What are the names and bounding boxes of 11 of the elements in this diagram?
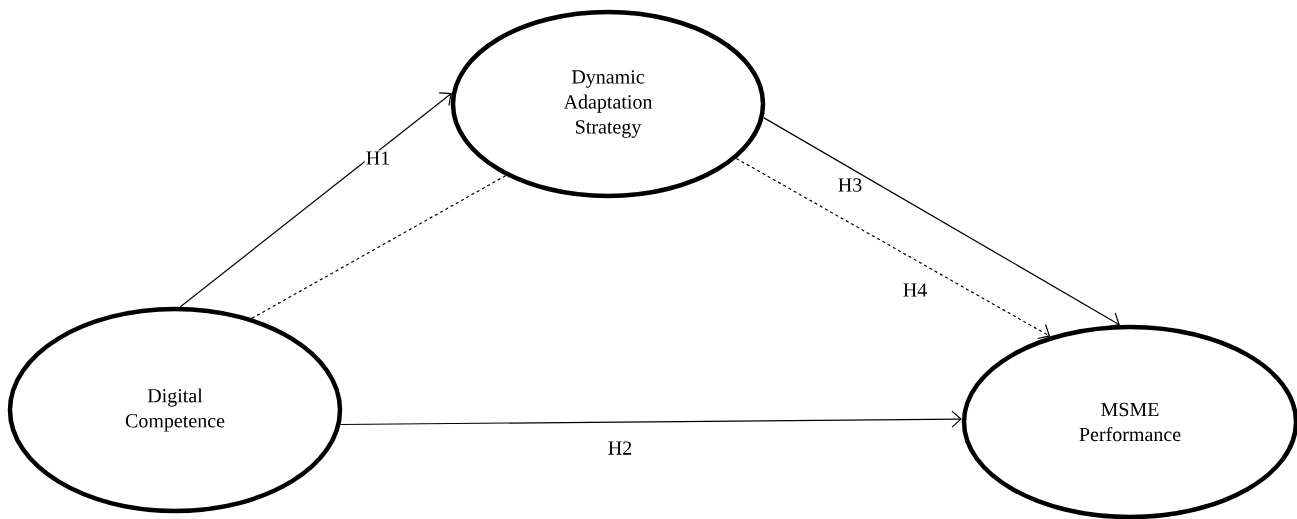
edge-label: H4 (901, 282, 929, 298)
arrow (735, 157, 1051, 340)
dashed-line (251, 175, 507, 319)
edge-label: H1 (364, 150, 392, 166)
edge-label: H3 (836, 177, 864, 193)
ellipse-node: Dynamic Adaptation Strategy (450, 9, 766, 199)
ellipse-node: Digital Competence (7, 306, 343, 514)
arrow (763, 117, 1120, 328)
arrow (179, 92, 452, 308)
edge-label: H2 (606, 440, 634, 456)
arrow (340, 410, 962, 428)
